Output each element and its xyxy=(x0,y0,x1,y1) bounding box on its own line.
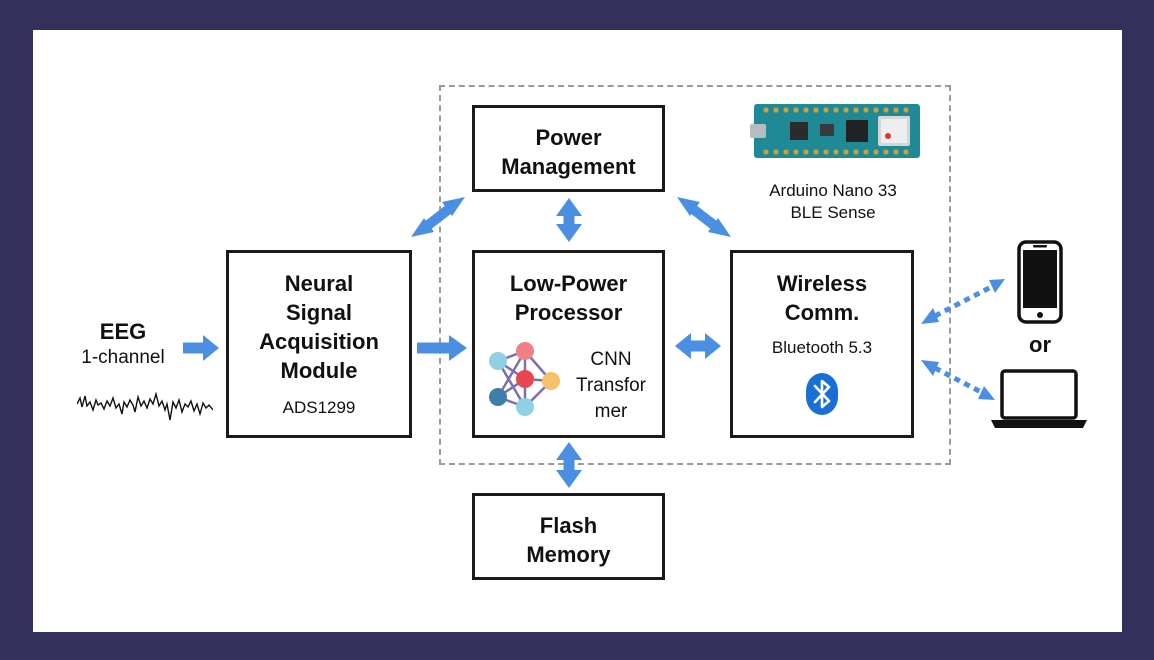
processor-line-1: Low-Power xyxy=(509,271,628,296)
processor-model-list: CNN Transfor mer xyxy=(565,347,657,425)
arduino-board-boundary xyxy=(439,85,951,465)
acquisition-line-1: Neural xyxy=(284,271,354,296)
arduino-board-icon xyxy=(750,104,920,158)
acquisition-line-3: Acquisition xyxy=(259,329,379,354)
model-line-2: Transfor xyxy=(575,375,647,396)
processor-line-2: Processor xyxy=(514,300,623,325)
neural-network-icon xyxy=(489,342,560,416)
model-line-3: mer xyxy=(594,401,628,422)
wireless-comm-block: Wireless Comm. Bluetooth 5.3 xyxy=(730,250,914,438)
power-line-1: Power xyxy=(535,125,602,150)
memory-line-2: Memory xyxy=(526,542,611,567)
wireless-protocol-label: Bluetooth 5.3 xyxy=(771,338,873,357)
processor-block: Low-Power Processor xyxy=(472,250,665,438)
device-or-label: or xyxy=(1029,332,1051,357)
power-management-block: Power Management xyxy=(472,105,665,192)
board-caption: Arduino Nano 33 BLE Sense xyxy=(742,180,924,224)
acquisition-chip-label: ADS1299 xyxy=(282,398,356,417)
arrow-wireless-laptop xyxy=(921,360,995,400)
eeg-waveform-icon xyxy=(77,392,213,421)
acquisition-line-4: Module xyxy=(280,358,358,383)
acquisition-line-2: Signal xyxy=(285,300,352,325)
arrow-power-wireless xyxy=(677,197,731,237)
board-caption-line-2: BLE Sense xyxy=(790,203,876,222)
bluetooth-icon xyxy=(806,373,838,415)
laptop-icon xyxy=(991,369,1087,428)
wireless-line-1: Wireless xyxy=(776,271,868,296)
model-line-1: CNN xyxy=(590,349,632,370)
eeg-subtitle: 1-channel xyxy=(81,347,165,368)
eeg-label: EEG 1-channel xyxy=(73,318,173,370)
power-line-2: Management xyxy=(501,154,636,179)
board-caption-line-1: Arduino Nano 33 xyxy=(769,181,897,200)
arrow-acquisition-power xyxy=(411,197,465,237)
memory-line-1: Flash xyxy=(539,513,598,538)
acquisition-module-block: Neural Signal Acquisition Module ADS1299 xyxy=(226,250,412,438)
wireless-line-2: Comm. xyxy=(784,300,860,325)
diagram-canvas: EEG 1-channel Neural Signal Acquisition … xyxy=(33,30,1122,632)
flash-memory-block: Flash Memory xyxy=(472,493,665,580)
smartphone-icon xyxy=(1017,240,1063,324)
eeg-title: EEG xyxy=(99,319,147,344)
connector-arrows xyxy=(183,197,1005,488)
arrow-wireless-phone xyxy=(921,279,1005,324)
